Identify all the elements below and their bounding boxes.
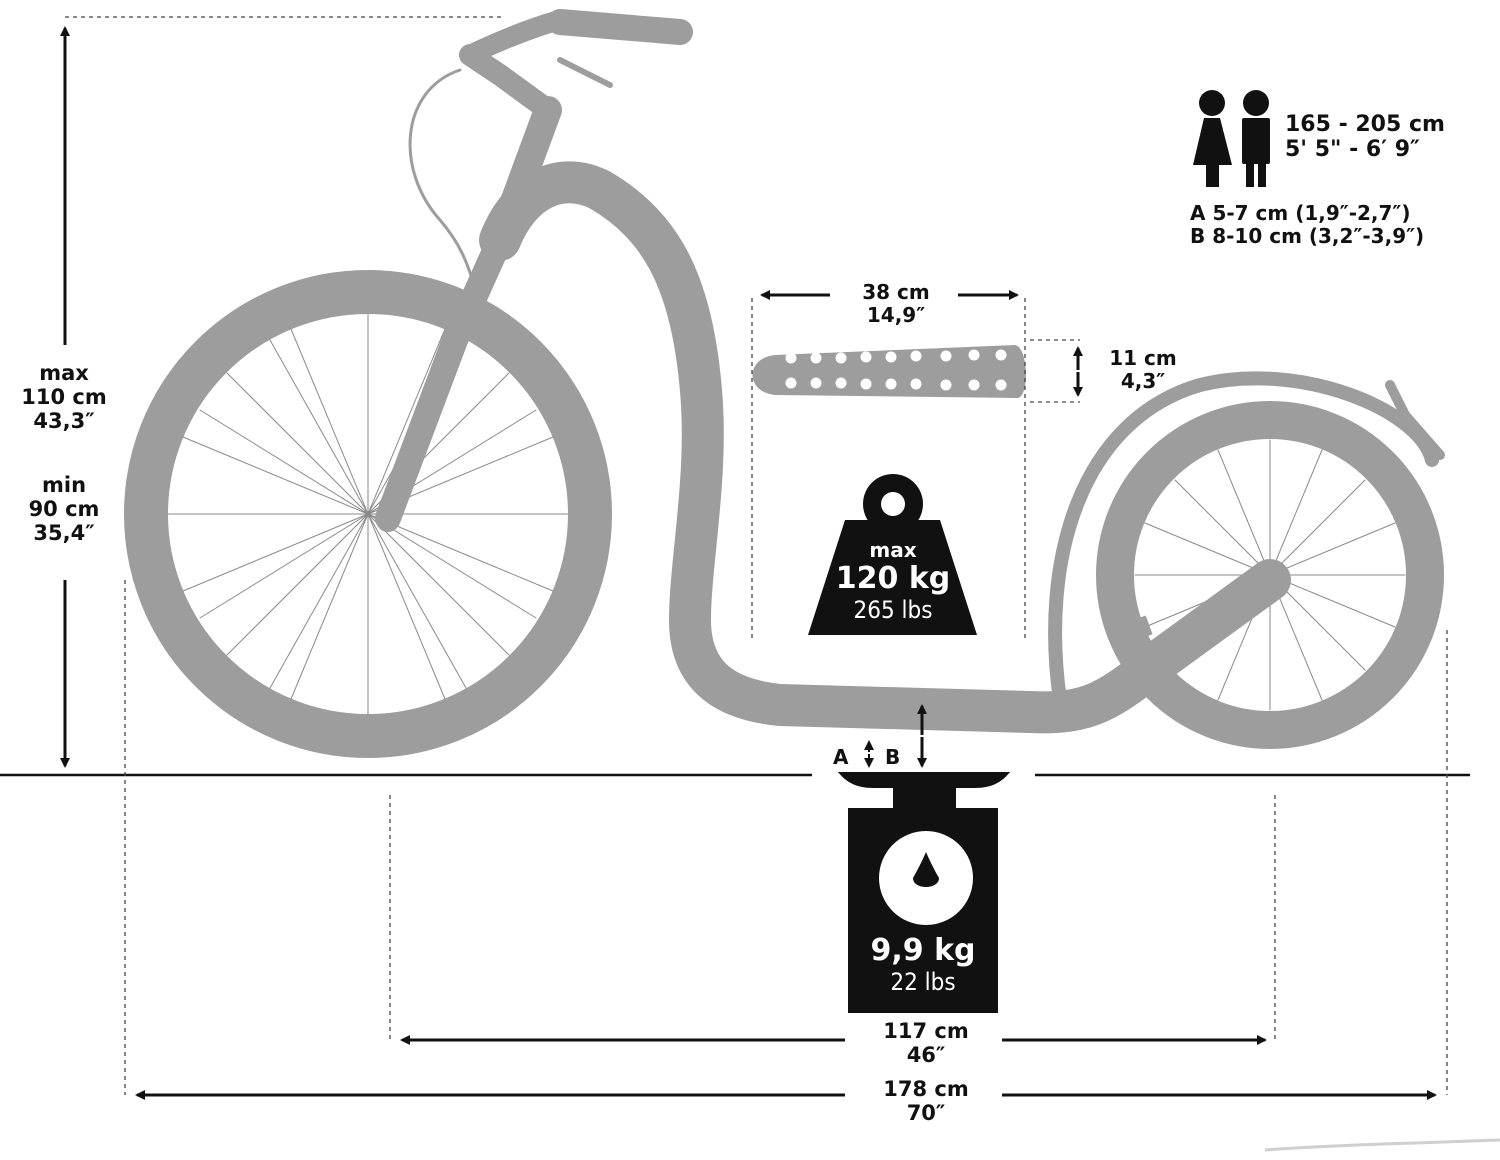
scooter-weight-lbs: 22 lbs [890,967,956,996]
deck-length-label: 38 cm 14,9″ [836,281,956,327]
clearance-a-label: A [833,745,849,769]
brake-cable [408,68,482,302]
grip [547,9,693,45]
rider-range-ft: 5' 5" - 6′ 9″ [1285,137,1420,163]
deck-width-cm: 11 cm [1109,346,1177,370]
height-min-in: 35,4″ [33,521,95,546]
clearance-ranges: A 5-7 cm (1,9″-2,7″) B 8-10 cm (3,2″-3,9… [1190,202,1424,248]
height-max-word: max [39,361,89,385]
rider-range-cm: 165 - 205 cm [1285,112,1445,137]
wheelbase-label: 117 cm 46″ [856,1019,996,1067]
clearance-a-range: A 5-7 cm (1,9″-2,7″) [1190,201,1411,225]
wheelbase-in: 46″ [906,1043,946,1068]
clearance-b-label: B [885,745,901,769]
deck-width-label: 11 cm 4,3″ [1098,347,1188,393]
height-min-label: min 90 cm 35,4″ [12,473,116,545]
rear-fender [1048,371,1439,707]
decorative-smudge [1264,1138,1500,1152]
male-icon [1242,90,1270,187]
clearance-b-range: B 8-10 cm (3,2″-3,9″) [1190,224,1425,248]
total-length-cm: 178 cm [883,1077,969,1101]
max-load-word: max [869,538,917,562]
height-max-cm: 110 cm [21,385,107,410]
rider-height-range: 165 - 205 cm 5' 5" - 6′ 9″ [1285,112,1445,163]
front-fork [375,227,513,531]
front-wheel [124,270,612,758]
dimension-arrows [60,26,1437,1100]
scale-needle [913,852,939,887]
main-frame [479,161,1291,734]
max-load-label: max 120 kg 265 lbs [808,539,978,624]
deck-plate [752,345,1026,398]
guide-lines [65,16,1448,1095]
stem [486,96,562,254]
total-length-label: 178 cm 70″ [856,1077,996,1125]
deck-length-cm: 38 cm [862,280,930,304]
scooter-weight-kg: 9,9 kg [870,933,976,968]
max-load-lbs: 265 lbs [853,595,933,624]
scale-icon [838,772,1010,1013]
max-load-kg: 120 kg [835,561,951,596]
max-load-weight-icon [808,474,977,635]
deck-length-in: 14,9″ [866,303,926,327]
handlebar [459,44,559,121]
rider-icons [1193,90,1270,187]
height-max-label: max 110 cm 43,3″ [12,361,116,433]
total-length-in: 70″ [906,1101,946,1126]
height-max-in: 43,3″ [33,409,95,434]
female-icon [1193,90,1232,187]
scooter-weight-label: 9,9 kg 22 lbs [848,933,998,996]
height-min-word: min [41,473,87,497]
height-min-cm: 90 cm [28,497,100,522]
deck-width-in: 4,3″ [1120,369,1166,393]
wheelbase-cm: 117 cm [883,1019,969,1043]
scooter-silhouette [124,9,1445,758]
